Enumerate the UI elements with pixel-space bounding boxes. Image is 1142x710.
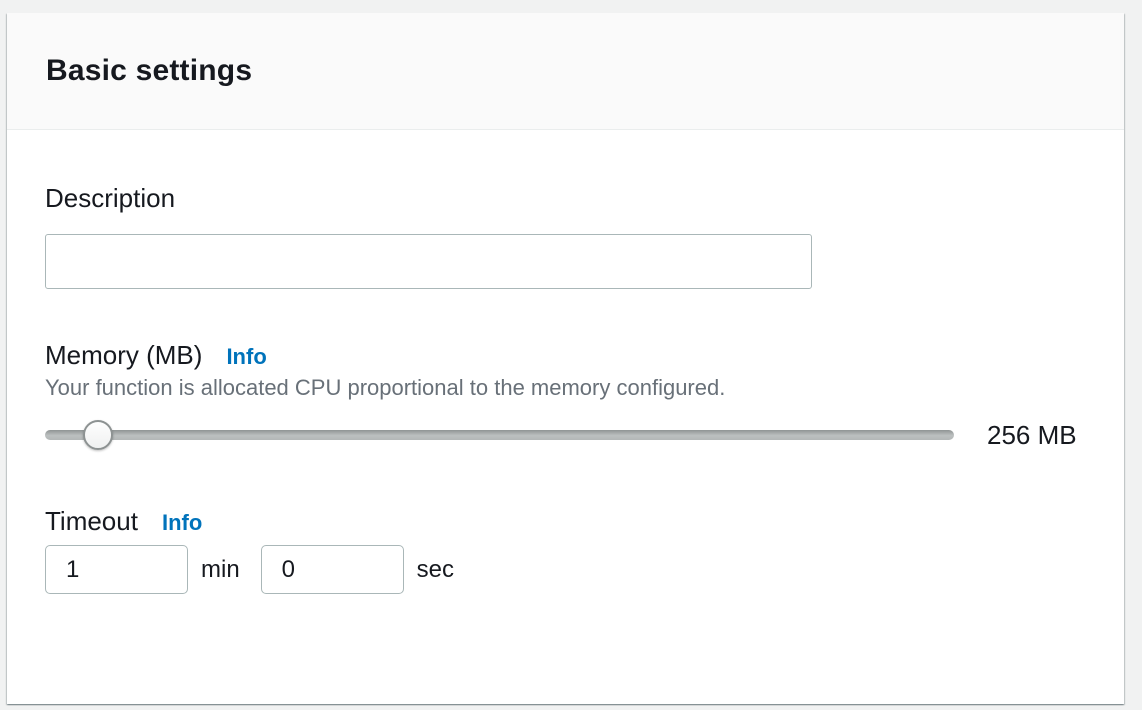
panel-title: Basic settings <box>46 54 253 87</box>
memory-help-text: Your function is allocated CPU proportio… <box>45 375 726 400</box>
panel-header: Basic settings <box>7 13 1124 130</box>
timeout-minutes-unit: min <box>201 555 240 583</box>
memory-slider-track[interactable] <box>45 430 954 440</box>
panel-body: Description Memory (MB) Info Your functi… <box>7 130 1124 704</box>
memory-label: Memory (MB) <box>45 340 203 370</box>
timeout-minutes-input[interactable] <box>45 545 188 594</box>
timeout-seconds-unit: sec <box>416 555 455 583</box>
timeout-seconds-input[interactable] <box>260 545 404 594</box>
memory-info-link[interactable]: Info <box>226 344 267 369</box>
description-label: Description <box>45 183 176 213</box>
timeout-label: Timeout <box>45 506 138 536</box>
memory-field: Memory (MB) Info Your function is alloca… <box>45 339 1085 451</box>
memory-value: 256 MB <box>987 419 1077 450</box>
timeout-field: Timeout Info min sec <box>45 505 1085 594</box>
description-input[interactable] <box>45 234 812 289</box>
basic-settings-panel: Basic settings Description Memory (MB) I… <box>7 13 1124 704</box>
memory-slider[interactable] <box>45 419 954 451</box>
description-field: Description <box>45 182 1085 289</box>
timeout-info-link[interactable]: Info <box>161 510 203 535</box>
memory-slider-handle[interactable] <box>82 420 113 450</box>
